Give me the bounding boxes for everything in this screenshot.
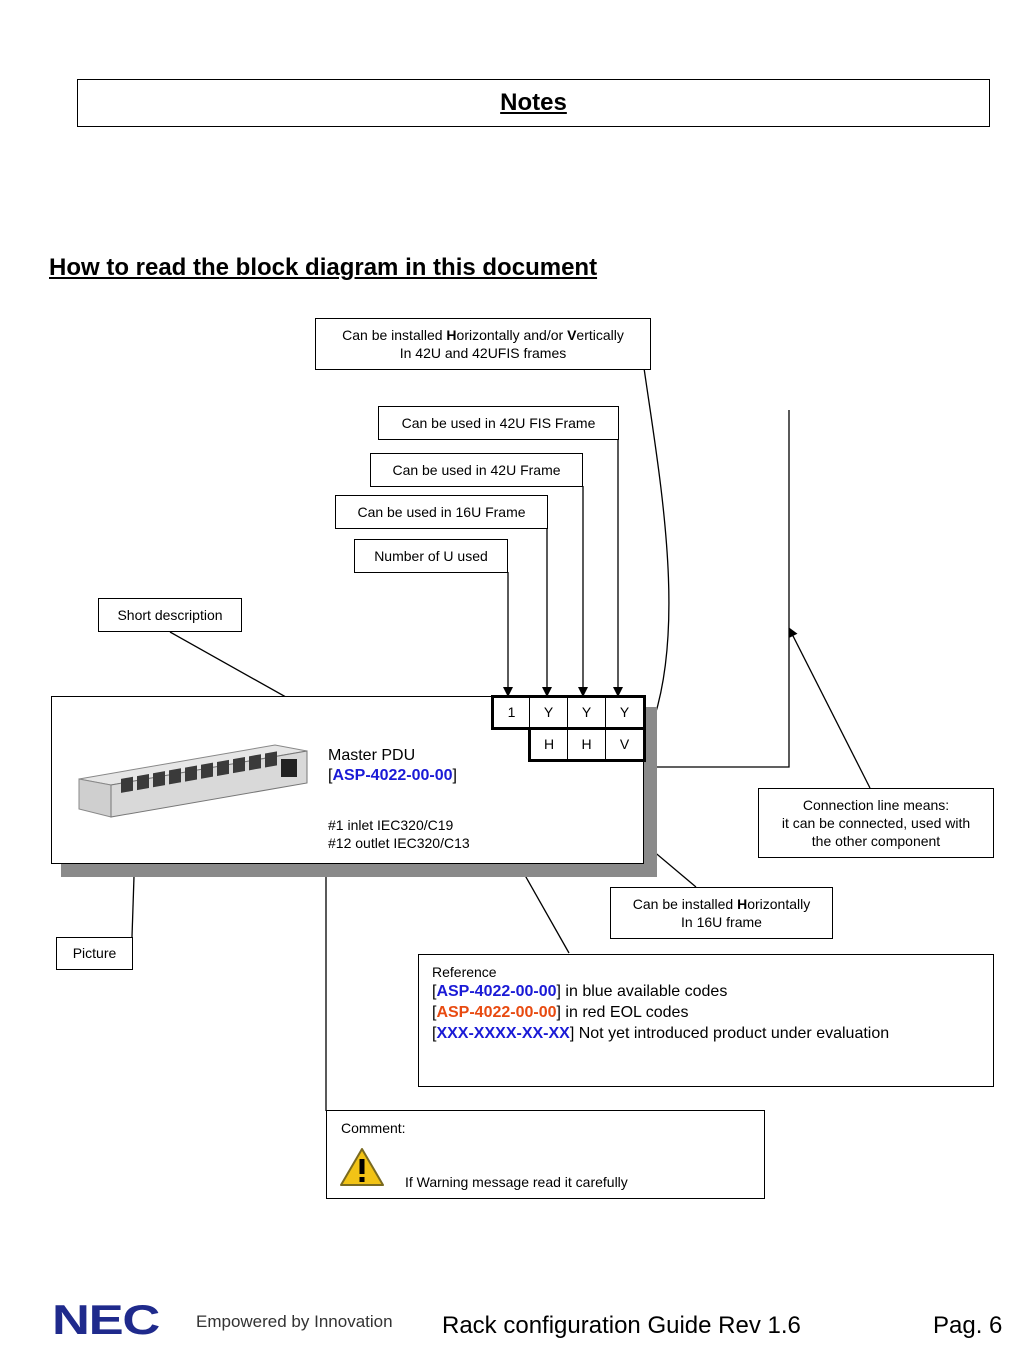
callout-hv-install-line2: In 42U and 42UFIS frames: [399, 345, 567, 361]
grid-cell-16u-mount: H: [531, 730, 568, 759]
connection-line: [646, 410, 790, 768]
callout-16u-frame: Can be used in 16U Frame: [335, 495, 548, 529]
comment-box: Comment: If Warning message read it care…: [326, 1110, 765, 1199]
grid-cell-42u: Y: [568, 698, 606, 727]
comment-title: Comment:: [341, 1120, 406, 1136]
product-spec-outlet: #12 outlet IEC320/C13: [328, 835, 470, 851]
callout-fis-frame: Can be used in 42U FIS Frame: [378, 406, 619, 440]
grid-cell-16u: Y: [530, 698, 568, 727]
warning-icon: [340, 1148, 384, 1186]
notes-title: Notes: [77, 79, 990, 127]
comment-text: If Warning message read it carefully: [405, 1174, 628, 1190]
callout-connection-line3: the other component: [811, 833, 941, 849]
grid-bottom-row: [528, 727, 646, 762]
product-code: ASP-4022-00-00: [332, 767, 453, 784]
callout-h-install: Can be installed Horizontally In 16U fra…: [610, 887, 833, 939]
footer-tagline: Empowered by Innovation: [196, 1312, 393, 1331]
grid-cell-units: 1: [494, 698, 530, 727]
callout-short-description: Short description: [98, 598, 242, 632]
callout-connection-line1: Connection line means:: [802, 797, 950, 813]
hv-install-arrow: [643, 367, 670, 741]
callout-connection-line2: it can be connected, used with: [781, 815, 971, 831]
grid-cell-42ufis: Y: [619, 704, 630, 720]
grid-cell-42ufis-mount: V: [619, 736, 630, 752]
product-code-line: [ASP-4022-00-00]: [328, 767, 457, 784]
callout-number-of-u: Number of U used: [354, 539, 508, 573]
connection-arrow: [788, 627, 871, 789]
callout-connection: Connection line means: it can be connect…: [758, 788, 994, 858]
footer-page-number: Pag. 6: [933, 1312, 1003, 1339]
product-name: Master PDU: [328, 747, 416, 764]
grid-top-row: [491, 695, 646, 730]
grid-cell-42u-mount: H: [568, 730, 606, 759]
pdu-picture: [78, 744, 308, 818]
reference-row-available: [ASP-4022-00-00] in blue available codes: [432, 983, 728, 1000]
product-spec-inlet: #1 inlet IEC320/C19: [328, 817, 454, 833]
callout-picture: Picture: [56, 937, 133, 970]
reference-row-eol: [ASP-4022-00-00] in red EOL codes: [432, 1004, 689, 1021]
callout-hv-install-line1: Can be installed Horizontally and/or Ver…: [342, 327, 624, 343]
footer-doc-title: Rack configuration Guide Rev 1.6: [442, 1312, 801, 1339]
nec-logo: NEC: [52, 1296, 160, 1343]
callout-h-install-line2: In 16U frame: [681, 914, 762, 930]
reference-row-evaluation: [XXX-XXXX-XX-XX] Not yet introduced prod…: [432, 1025, 890, 1042]
section-heading: How to read the block diagram in this do…: [49, 254, 598, 281]
reference-title: Reference: [432, 964, 497, 980]
reference-box: Reference [ASP-4022-00-00] in blue avail…: [418, 954, 994, 1087]
mounting-grid: 1 Y Y Y H H V: [491, 695, 647, 763]
callout-hv-install: Can be installed Horizontally and/or Ver…: [315, 318, 651, 370]
callout-h-install-line1: Can be installed Horizontally: [632, 896, 811, 912]
callout-42u-frame: Can be used in 42U Frame: [370, 453, 583, 487]
